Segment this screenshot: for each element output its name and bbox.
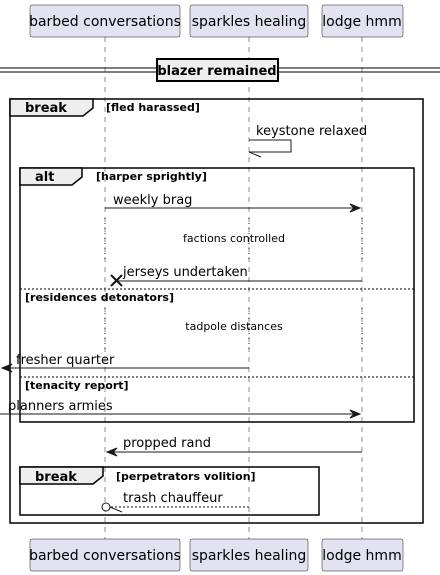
divider-blazer-remained: blazer remained	[0, 58, 440, 82]
message-weekly-brag: weekly brag	[105, 193, 362, 213]
alt-frame: alt [harper sprightly]	[19, 167, 415, 423]
participant-sparkles-healing-top: sparkles healing	[189, 4, 309, 38]
svg-text:blazer remained: blazer remained	[157, 64, 276, 79]
svg-text:weekly brag: weekly brag	[113, 193, 192, 208]
svg-text:lodge hmm: lodge hmm	[322, 14, 401, 30]
svg-text:trash chauffeur: trash chauffeur	[123, 491, 223, 506]
svg-text:[tenacity report]: [tenacity report]	[25, 379, 129, 392]
svg-text:[fled harassed]: [fled harassed]	[106, 101, 200, 114]
svg-text:barbed conversations: barbed conversations	[29, 548, 181, 564]
svg-text:break: break	[35, 470, 77, 485]
svg-text:barbed conversations: barbed conversations	[29, 14, 181, 30]
message-propped-rand: propped rand	[105, 436, 362, 457]
participant-barbed-conversations-bottom: barbed conversations	[29, 538, 181, 572]
svg-text:fresher quarter: fresher quarter	[16, 353, 115, 368]
svg-text:[residences detonators]: [residences detonators]	[25, 291, 174, 304]
message-trash-chauffeur: trash chauffeur	[101, 491, 249, 513]
svg-text:break: break	[25, 101, 67, 116]
svg-text:sparkles healing: sparkles healing	[192, 548, 306, 564]
message-jerseys-undertaken: jerseys undertaken	[110, 265, 362, 287]
svg-text:propped rand: propped rand	[123, 436, 211, 451]
participant-lodge-hmm-top: lodge hmm	[321, 4, 404, 38]
svg-text:alt: alt	[35, 170, 54, 185]
svg-text:tadpole distances: tadpole distances	[185, 320, 283, 333]
svg-text:factions controlled: factions controlled	[183, 232, 285, 245]
svg-text:[perpetrators volition]: [perpetrators volition]	[116, 470, 256, 483]
message-keystone-relaxed: keystone relaxed	[248, 124, 367, 158]
svg-text:jerseys undertaken: jerseys undertaken	[122, 265, 248, 280]
svg-text:planners armies: planners armies	[8, 399, 113, 414]
participant-lodge-hmm-bottom: lodge hmm	[321, 538, 404, 572]
svg-text:keystone relaxed: keystone relaxed	[256, 124, 367, 139]
alt-else-residences-detonators: [residences detonators]	[20, 288, 414, 304]
participant-barbed-conversations-top: barbed conversations	[29, 4, 181, 38]
message-planners-armies: planners armies	[0, 399, 362, 419]
delay-factions-controlled: factions controlled	[104, 218, 363, 262]
delay-tadpole-distances: tadpole distances	[104, 308, 363, 350]
break-frame-outer: break [fled harassed]	[9, 98, 424, 524]
alt-else-tenacity-report: [tenacity report]	[20, 376, 414, 392]
break-frame-inner: break [perpetrators volition]	[19, 466, 320, 516]
svg-text:lodge hmm: lodge hmm	[322, 548, 401, 564]
svg-text:sparkles healing: sparkles healing	[192, 14, 306, 30]
participant-sparkles-healing-bottom: sparkles healing	[189, 538, 309, 572]
message-fresher-quarter: fresher quarter	[0, 353, 249, 373]
svg-text:[harper sprightly]: [harper sprightly]	[96, 170, 207, 183]
